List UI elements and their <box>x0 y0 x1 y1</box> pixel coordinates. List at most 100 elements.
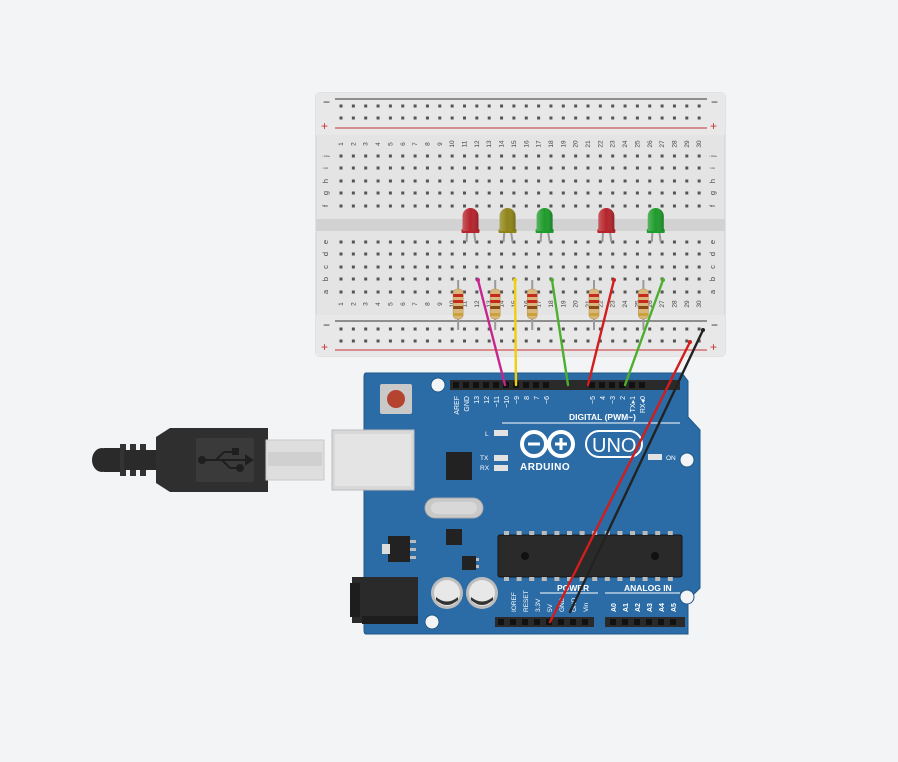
rail-hole[interactable] <box>413 104 417 108</box>
rail-hole[interactable] <box>364 327 368 331</box>
rail-hole[interactable] <box>450 116 454 120</box>
breadboard-hole[interactable] <box>450 265 454 269</box>
rail-hole[interactable] <box>598 339 602 343</box>
analog-socket[interactable] <box>646 619 652 625</box>
rail-hole[interactable] <box>623 104 627 108</box>
resistor[interactable] <box>452 280 464 330</box>
breadboard-hole[interactable] <box>586 154 590 158</box>
breadboard-hole[interactable] <box>537 290 541 294</box>
breadboard-hole[interactable] <box>598 240 602 244</box>
breadboard-hole[interactable] <box>450 166 454 170</box>
power-socket[interactable] <box>522 619 528 625</box>
rail-hole[interactable] <box>561 116 565 120</box>
breadboard-hole[interactable] <box>586 277 590 281</box>
breadboard-hole[interactable] <box>574 277 578 281</box>
rail-hole[interactable] <box>623 116 627 120</box>
rail-hole[interactable] <box>549 116 553 120</box>
breadboard-hole[interactable] <box>561 290 565 294</box>
rail-hole[interactable] <box>364 339 368 343</box>
breadboard-hole[interactable] <box>672 191 676 195</box>
wire-pin12[interactable] <box>513 278 518 387</box>
breadboard-hole[interactable] <box>376 204 380 208</box>
breadboard-hole[interactable] <box>401 166 405 170</box>
breadboard-hole[interactable] <box>364 265 368 269</box>
analog-sockets[interactable] <box>610 619 676 625</box>
breadboard-hole[interactable] <box>648 277 652 281</box>
rail-hole[interactable] <box>351 104 355 108</box>
breadboard-hole[interactable] <box>611 166 615 170</box>
breadboard-hole[interactable] <box>463 265 466 269</box>
rail-hole[interactable] <box>524 116 528 120</box>
rail-hole[interactable] <box>512 104 516 108</box>
breadboard-hole[interactable] <box>524 166 528 170</box>
resistor[interactable] <box>588 280 600 330</box>
breadboard-hole[interactable] <box>364 204 368 208</box>
breadboard-hole[interactable] <box>635 290 639 294</box>
digital-socket[interactable] <box>463 382 469 388</box>
rail-hole[interactable] <box>450 104 454 108</box>
breadboard-hole[interactable] <box>561 240 565 244</box>
breadboard-hole[interactable] <box>660 154 664 158</box>
rail-hole[interactable] <box>364 104 368 108</box>
rail-hole[interactable] <box>463 104 466 108</box>
digital-socket[interactable] <box>629 382 635 388</box>
breadboard-hole[interactable] <box>660 265 664 269</box>
rail-hole[interactable] <box>561 104 565 108</box>
breadboard-hole[interactable] <box>463 166 466 170</box>
breadboard-hole[interactable] <box>487 252 491 256</box>
breadboard-hole[interactable] <box>524 191 528 195</box>
rail-hole[interactable] <box>388 327 392 331</box>
rail-hole[interactable] <box>438 339 442 343</box>
rail-hole[interactable] <box>660 116 664 120</box>
breadboard-hole[interactable] <box>537 277 541 281</box>
led[interactable] <box>498 208 517 243</box>
breadboard-hole[interactable] <box>364 154 368 158</box>
breadboard-holes[interactable] <box>339 104 701 343</box>
rail-hole[interactable] <box>463 339 466 343</box>
analog-socket[interactable] <box>658 619 664 625</box>
breadboard-hole[interactable] <box>376 265 380 269</box>
breadboard-hole[interactable] <box>351 191 355 195</box>
breadboard-hole[interactable] <box>672 154 676 158</box>
led[interactable] <box>461 208 480 243</box>
breadboard-hole[interactable] <box>438 179 442 183</box>
rail-hole[interactable] <box>660 104 664 108</box>
breadboard-hole[interactable] <box>339 240 343 244</box>
rail-hole[interactable] <box>475 116 479 120</box>
breadboard-hole[interactable] <box>438 204 442 208</box>
breadboard-hole[interactable] <box>339 179 343 183</box>
breadboard[interactable]: − − + + − − + + 112233445566778899101011… <box>315 92 726 357</box>
rail-hole[interactable] <box>524 327 528 331</box>
breadboard-hole[interactable] <box>450 179 454 183</box>
breadboard-hole[interactable] <box>364 179 368 183</box>
breadboard-hole[interactable] <box>561 252 565 256</box>
breadboard-hole[interactable] <box>685 240 689 244</box>
breadboard-hole[interactable] <box>401 265 405 269</box>
breadboard-hole[interactable] <box>438 277 442 281</box>
breadboard-hole[interactable] <box>524 154 528 158</box>
breadboard-hole[interactable] <box>586 179 590 183</box>
breadboard-hole[interactable] <box>413 166 417 170</box>
rail-hole[interactable] <box>549 327 553 331</box>
breadboard-hole[interactable] <box>351 166 355 170</box>
wire-pin4[interactable] <box>623 278 665 387</box>
rail-hole[interactable] <box>425 339 429 343</box>
breadboard-hole[interactable] <box>475 191 479 195</box>
rail-hole[interactable] <box>388 104 392 108</box>
breadboard-hole[interactable] <box>364 166 368 170</box>
rail-hole[interactable] <box>487 339 491 343</box>
breadboard-hole[interactable] <box>561 179 565 183</box>
breadboard-hole[interactable] <box>463 191 466 195</box>
breadboard-hole[interactable] <box>611 154 615 158</box>
digital-socket[interactable] <box>473 382 479 388</box>
rail-hole[interactable] <box>450 339 454 343</box>
breadboard-hole[interactable] <box>364 277 368 281</box>
rail-hole[interactable] <box>487 327 491 331</box>
rail-hole[interactable] <box>611 339 615 343</box>
breadboard-hole[interactable] <box>574 166 578 170</box>
breadboard-hole[interactable] <box>611 290 615 294</box>
breadboard-hole[interactable] <box>697 240 701 244</box>
rail-hole[interactable] <box>598 327 602 331</box>
rail-hole[interactable] <box>351 339 355 343</box>
breadboard-hole[interactable] <box>635 265 639 269</box>
